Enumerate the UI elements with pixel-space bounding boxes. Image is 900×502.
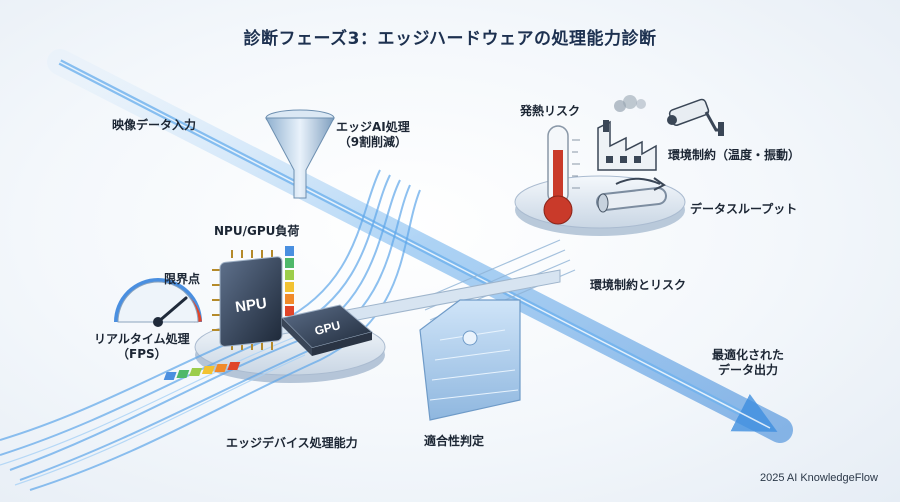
optimized-output-label: 最適化された データ出力: [712, 348, 784, 378]
suitability-label: 適合性判定: [424, 434, 485, 448]
npu-chip-icon: [212, 250, 283, 350]
edge-capability-label: エッジデバイス処理能力: [226, 436, 358, 450]
limit-point-label: 限界点: [164, 272, 201, 286]
page-title: 診断フェーズ3：エッジハードウェアの処理能力診断: [243, 29, 657, 49]
realtime-processing-label: リアルタイム処理 （FPS）: [94, 332, 190, 362]
gpu-load-bar: [163, 362, 241, 380]
npu-chip-label: NPU: [234, 295, 268, 316]
thermometer-icon: [543, 125, 580, 225]
npu-load-bar: [285, 246, 294, 316]
gpu-chip-icon: [281, 304, 374, 356]
env-constraint-label: 環境制約（温度・振動）: [668, 148, 801, 162]
video-input-label: 映像データ入力: [112, 118, 197, 132]
heat-risk-label: 発熱リスク: [520, 104, 581, 118]
gpu-chip-label: GPU: [313, 318, 342, 338]
gauge-icon: [114, 278, 202, 327]
env-risk-label: 環境制約とリスク: [590, 278, 687, 292]
edge-ai-label: エッジAI処理 （9割削減）: [336, 120, 410, 150]
camera-icon: [667, 98, 724, 136]
copyright-text: 2025 AI KnowledgeFlow: [759, 472, 878, 484]
output-label-line2: データ出力: [718, 363, 779, 377]
edge-ai-label-line1: エッジAI処理: [336, 120, 410, 134]
realtime-label-line1: リアルタイム処理: [94, 332, 190, 346]
factory-icon: [597, 95, 657, 171]
pipe-icon: [596, 177, 667, 213]
funnel-icon: [265, 109, 335, 199]
npu-gpu-load-label: NPU/GPU負荷: [214, 224, 300, 238]
edge-ai-label-line2: （9割削減）: [338, 135, 408, 149]
output-label-line1: 最適化された: [712, 348, 785, 362]
realtime-label-line2: （FPS）: [117, 347, 167, 361]
throughput-label: データスループット: [690, 202, 798, 216]
